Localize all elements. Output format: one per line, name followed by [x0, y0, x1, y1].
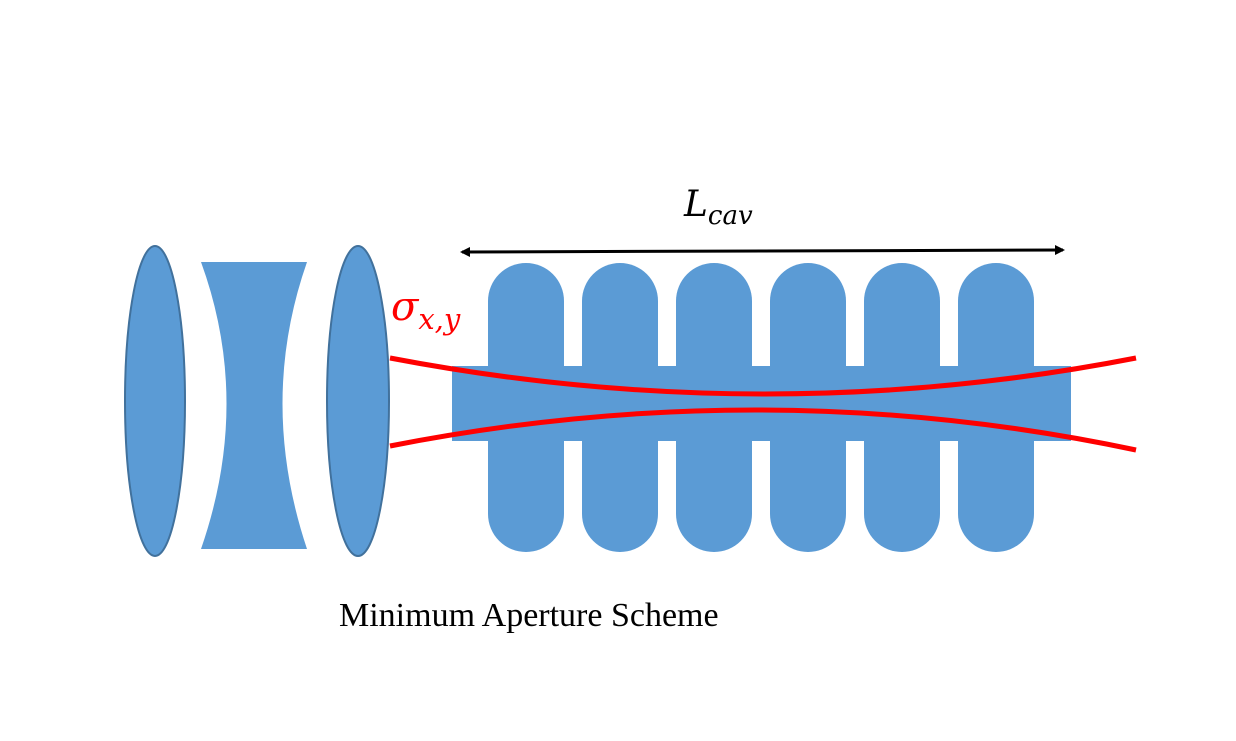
concave-lens [201, 262, 307, 549]
cavity-length-symbol: L [683, 184, 708, 225]
cavity-length-arrow [460, 245, 1065, 257]
beam-envelope [389, 355, 1137, 453]
diagram-caption: Minimum Aperture Scheme [339, 597, 719, 634]
beam-envelope-lower [389, 407, 1137, 453]
beam-size-label: σx,y [391, 284, 461, 336]
beam-size-subscript: x,y [418, 302, 461, 336]
cavity-length-label: Lcav [683, 184, 753, 231]
cavity-structure [452, 263, 1071, 552]
beam-size-symbol: σ [391, 284, 420, 330]
convex-lens-left [124, 245, 186, 557]
focusing-optics [124, 245, 390, 557]
convex-lens-right [326, 245, 390, 557]
beam-envelope-upper [389, 355, 1137, 397]
cavity-beam-pipe [452, 366, 1071, 441]
cavity-length-subscript: cav [708, 201, 753, 231]
